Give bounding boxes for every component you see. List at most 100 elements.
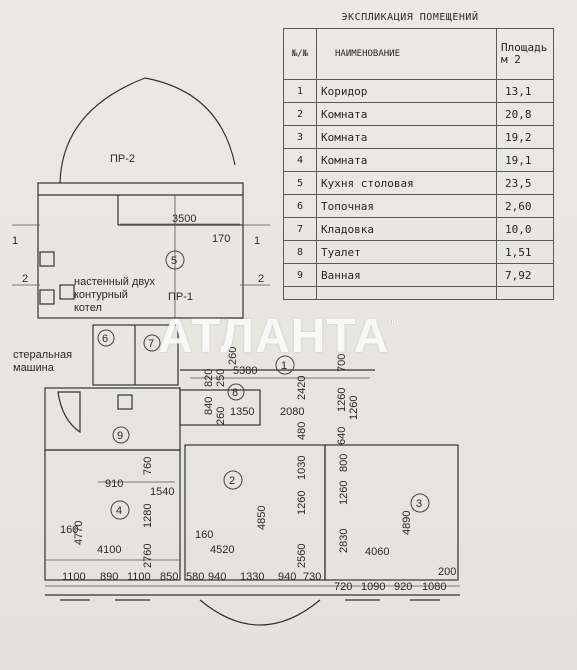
dimension-label: 910 (105, 478, 123, 490)
room-2-marker (223, 470, 243, 490)
boiler-note-2: контурный (74, 289, 128, 301)
dimension-label: 480 (296, 422, 308, 440)
column-area-line2: м 2 (501, 53, 521, 66)
row-number: 9 (283, 263, 317, 287)
dimension-label: 2560 (296, 544, 308, 568)
table-header: №/№ НАИМЕНОВАНИЕ Площадь м 2 (283, 28, 554, 80)
dimension-label: 1330 (240, 571, 264, 583)
column-name: НАИМЕНОВАНИЕ (316, 28, 497, 80)
dimension-label: 760 (142, 457, 154, 475)
dimension-label: 700 (336, 354, 348, 372)
section-mark: 2 (258, 273, 264, 285)
boiler-note-1: настенный двух (74, 276, 156, 288)
dimension-label: 1260 (338, 481, 350, 505)
row-area: 13,1 (496, 79, 554, 103)
dimension-label: 160 (60, 524, 78, 536)
dimension-label: 1090 (361, 581, 385, 593)
bathroom-walls (44, 387, 181, 451)
row-number: 8 (283, 240, 317, 264)
room-number: 7 (148, 338, 154, 350)
row-name: Комната (316, 148, 497, 172)
row-number: 6 (283, 194, 317, 218)
dimension-label: 2830 (338, 529, 350, 553)
room-8-marker (227, 383, 245, 401)
living-bay-window (199, 599, 321, 626)
dimension-label: 260 (215, 407, 227, 425)
dimension-label: 2760 (142, 544, 154, 568)
section-mark: 1 (254, 235, 260, 247)
dimension-label: 1540 (150, 486, 174, 498)
room-number: 5 (171, 255, 177, 267)
kitchen-bay-window (59, 77, 236, 184)
room-3-marker (410, 493, 430, 513)
dimension-label: 1100 (62, 571, 86, 583)
row-number: 2 (283, 102, 317, 126)
room-number: 2 (229, 475, 235, 487)
row-number: 5 (283, 171, 317, 195)
room-4-marker (110, 500, 130, 520)
dimension-label: 800 (338, 454, 350, 472)
dimension-label: 3500 (172, 213, 196, 225)
section-mark: 2 (22, 273, 28, 285)
row-name: Комната (316, 125, 497, 149)
room-5-marker (165, 250, 185, 270)
room-number: 9 (117, 430, 123, 442)
dimension-label: 920 (394, 581, 412, 593)
dimension-label: 1100 (127, 571, 151, 583)
dimension-label: 850 (160, 571, 178, 583)
row-name: Топочная (316, 194, 497, 218)
pr2-label: ПР-2 (110, 153, 135, 165)
room-6-marker (97, 329, 115, 347)
atlanta-watermark-logo: АТЛАНТА® (158, 309, 399, 364)
row-name: Коридор (316, 79, 497, 103)
dimension-label: 730 (303, 571, 321, 583)
row-name: Кухня столовая (316, 171, 497, 195)
section-mark: 1 (12, 235, 18, 247)
toilet-walls (179, 389, 261, 426)
registered-mark: ® (389, 315, 400, 329)
dimension-label: 940 (278, 571, 296, 583)
row-area: 1,51 (496, 240, 554, 264)
row-name: Кладовка (316, 217, 497, 241)
dimension-label: 260 (227, 347, 239, 365)
pr1-label: ПР-1 (168, 291, 193, 303)
watermark-text: АТЛАНТА (158, 310, 390, 363)
row-number: 1 (283, 79, 317, 103)
row-name: Туалет (316, 240, 497, 264)
dimension-label: 820 (203, 369, 215, 387)
dimension-label: 1080 (422, 581, 446, 593)
row-area: 7,92 (496, 263, 554, 287)
dimension-label: 5380 (233, 365, 257, 377)
dimension-label: 4100 (97, 544, 121, 556)
row-area: 20,8 (496, 102, 554, 126)
row-name: Ванная (316, 263, 497, 287)
dimension-label: 1280 (142, 504, 154, 528)
kitchen-walls (37, 182, 244, 319)
dimension-label: 160 (195, 529, 213, 541)
dimension-label: 580 (186, 571, 204, 583)
dimension-label: 640 (336, 427, 348, 445)
row-name: Комната (316, 102, 497, 126)
dimension-label: 1350 (230, 406, 254, 418)
row-area: 23,5 (496, 171, 554, 195)
dimension-label: 4850 (256, 506, 268, 530)
room-number: 1 (281, 360, 287, 372)
row-area: 10,0 (496, 217, 554, 241)
dimension-label: 940 (208, 571, 226, 583)
dimension-label: 1260 (296, 491, 308, 515)
room-number: 6 (102, 333, 108, 345)
dimension-label: 1030 (296, 456, 308, 480)
row-area: 19,2 (496, 125, 554, 149)
room-3-walls (324, 444, 459, 581)
dimension-label: 2080 (280, 406, 304, 418)
